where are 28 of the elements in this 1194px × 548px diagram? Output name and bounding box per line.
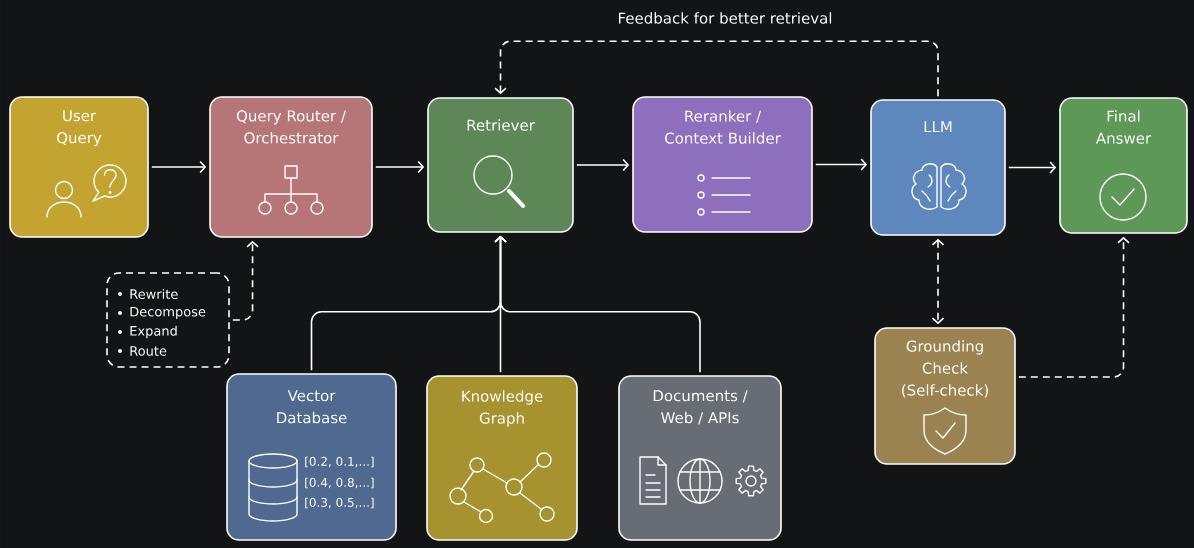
note-box: Rewrite Decompose Expand Route [106,272,230,368]
node-label: Decompose [130,306,206,320]
arrow [494,235,701,373]
process-box: Retriever [427,97,574,233]
arrow [1018,236,1130,378]
vector-values: [0.4, 0.8,...] [305,477,374,489]
double-headed-arrow [931,238,945,325]
arrow [232,240,259,321]
source-box: Knowledge Graph [426,375,578,541]
node-label: Rewrite [130,288,178,300]
arrow [576,158,630,172]
arrow [1008,161,1057,174]
arrow [375,160,425,174]
vector-values: [0.2, 0.1,...] [305,456,374,468]
process-box: Query Router / Orchestrator [209,96,373,238]
check-box: Grounding Check (Self-check) [874,327,1016,465]
process-box: User Query [9,96,149,238]
arrow [494,40,939,97]
process-box: Reranker / Context Builder [632,96,813,233]
process-box: LLM [870,99,1006,236]
edge-label: Feedback for better retrieval [615,10,835,26]
arrow [151,160,207,174]
node-label: Expand [130,325,177,339]
vector-values: [0.3, 0.5,...] [305,497,374,509]
arrow [815,158,868,171]
source-box: Documents / Web / APIs [618,375,782,541]
node-label: Route [130,346,167,356]
process-box: Final Answer [1059,97,1188,234]
